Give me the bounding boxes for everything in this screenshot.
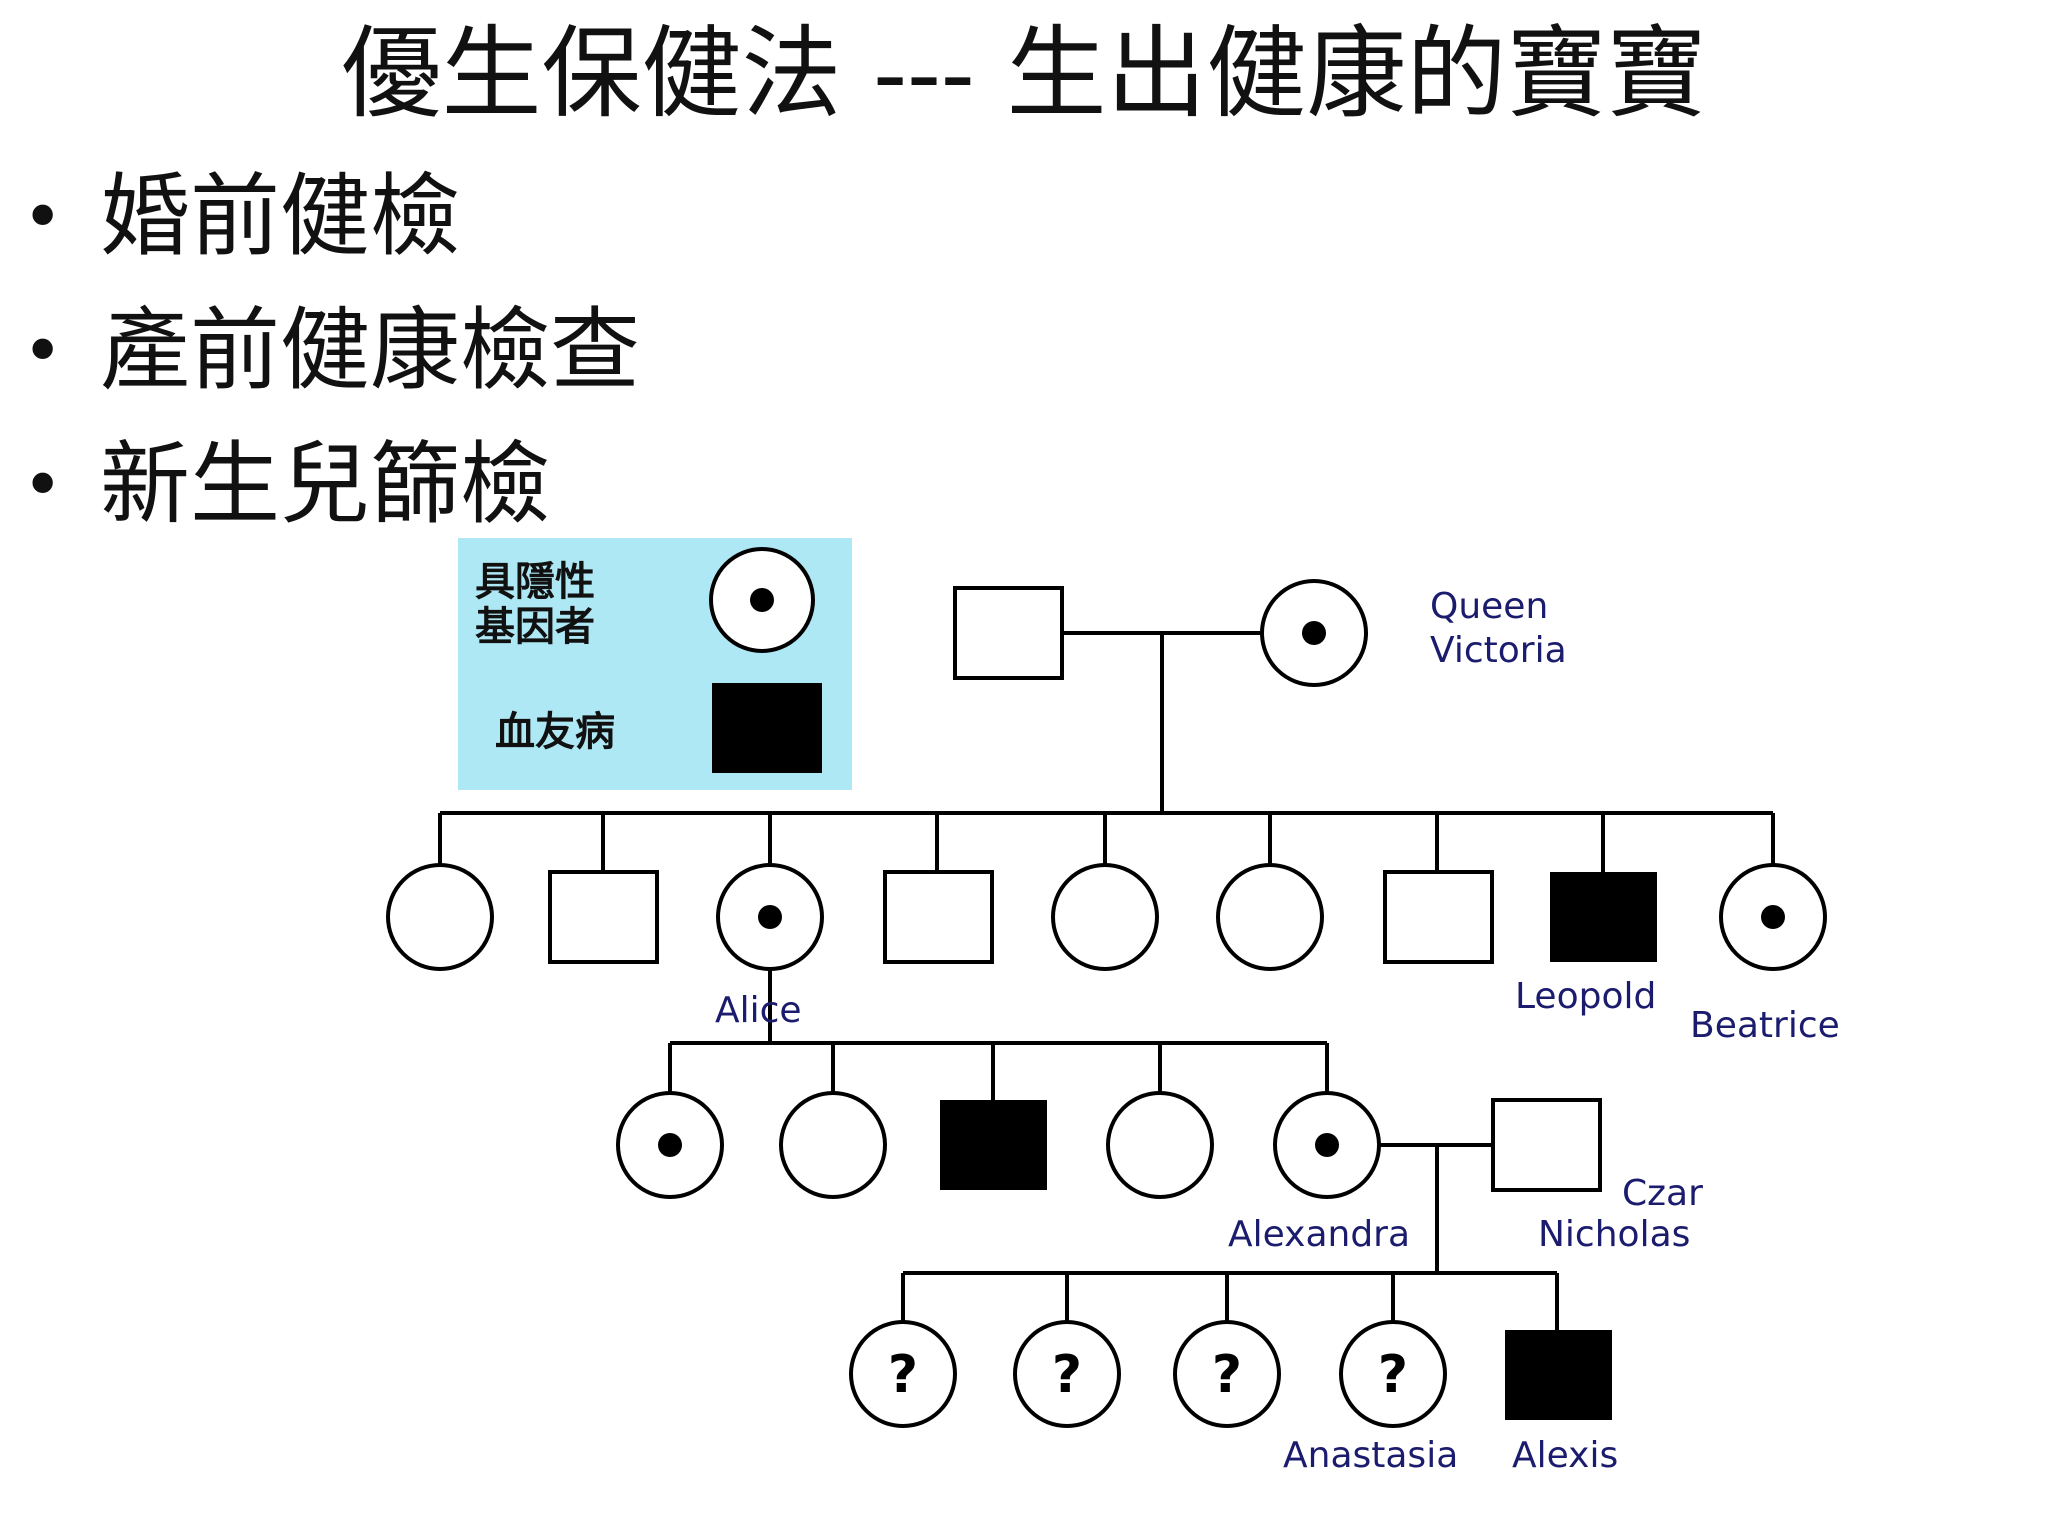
female-unaffected-icon	[386, 863, 494, 971]
queen-victoria-label-line2: Victoria	[1430, 630, 1567, 671]
legend-carrier-symbol-icon	[709, 547, 815, 653]
daughter-unknown-icon: ?	[1173, 1320, 1281, 1428]
alexandra-carrier-icon	[1273, 1091, 1381, 1199]
daughter-unknown-icon: ?	[1013, 1320, 1121, 1428]
female-unaffected-icon	[1216, 863, 1324, 971]
queen-victoria-label-line1: Queen	[1430, 586, 1548, 627]
generation-1: Queen Victoria	[953, 579, 1567, 687]
male-hemophilia-icon	[940, 1100, 1047, 1190]
bullet-dot-icon: •	[22, 310, 64, 392]
generation-4: ? ? ? ? Anastasia Alexis	[849, 1320, 1618, 1476]
daughter-carrier-icon	[616, 1091, 724, 1199]
legend-hemophilia-label: 血友病	[495, 708, 615, 755]
beatrice-label: Beatrice	[1690, 1005, 1840, 1046]
bullet-item-premarital-exam: • 婚前健檢	[22, 150, 640, 284]
daughter-unknown-icon: ?	[849, 1320, 957, 1428]
czar-label-line1: Czar	[1622, 1173, 1703, 1214]
alexis-hemophilia-icon	[1505, 1330, 1612, 1420]
legend-carrier-label-line2: 基因者	[475, 603, 595, 650]
bullet-text: 產前健康檢查	[100, 298, 640, 403]
bullet-item-prenatal-exam: • 產前健康檢查	[22, 284, 640, 418]
legend: 具隱性 基因者 血友病	[458, 538, 852, 790]
bullet-text: 婚前健檢	[100, 164, 460, 269]
generation-3: Alexandra Czar Nicholas	[616, 1091, 1703, 1255]
bullet-list: • 婚前健檢 • 產前健康檢查 • 新生兒篩檢	[22, 150, 640, 552]
legend-carrier-label-line1: 具隱性	[475, 558, 595, 605]
beatrice-carrier-icon	[1719, 863, 1827, 971]
alexandra-label: Alexandra	[1228, 1214, 1410, 1255]
alice-label: Alice	[715, 990, 802, 1031]
slide-title: 優生保健法 --- 生出健康的寶寶	[341, 15, 1707, 132]
unknown-mark: ?	[1052, 1345, 1082, 1405]
pedigree-lines	[438, 631, 1775, 1330]
unknown-mark: ?	[888, 1345, 918, 1405]
bullet-text: 新生兒篩檢	[100, 432, 550, 537]
leopold-label: Leopold	[1515, 976, 1656, 1017]
male-unaffected-icon	[883, 870, 994, 964]
leopold-hemophilia-icon	[1550, 872, 1657, 962]
male-unaffected-icon	[1383, 870, 1494, 964]
unknown-mark: ?	[1378, 1345, 1408, 1405]
anastasia-unknown-icon: ?	[1339, 1320, 1447, 1428]
czar-label-line2: Nicholas	[1538, 1214, 1690, 1255]
legend-hemophilia-symbol-icon	[712, 683, 822, 773]
anastasia-label: Anastasia	[1283, 1435, 1458, 1476]
female-unaffected-icon	[1051, 863, 1159, 971]
female-unaffected-icon	[1106, 1091, 1214, 1199]
bullet-dot-icon: •	[22, 444, 64, 526]
unknown-mark: ?	[1212, 1345, 1242, 1405]
queen-victoria-carrier-icon	[1260, 579, 1368, 687]
bullet-dot-icon: •	[22, 176, 64, 258]
alexis-label: Alexis	[1512, 1435, 1618, 1476]
czar-nicholas-icon	[1491, 1098, 1602, 1192]
female-unaffected-icon	[779, 1091, 887, 1199]
generation-2: Alice Leopold Beatrice	[386, 863, 1840, 1046]
bullet-item-newborn-screening: • 新生兒篩檢	[22, 418, 640, 552]
alice-carrier-icon	[716, 863, 824, 971]
male-unaffected-icon	[953, 586, 1064, 680]
male-unaffected-icon	[548, 870, 659, 964]
